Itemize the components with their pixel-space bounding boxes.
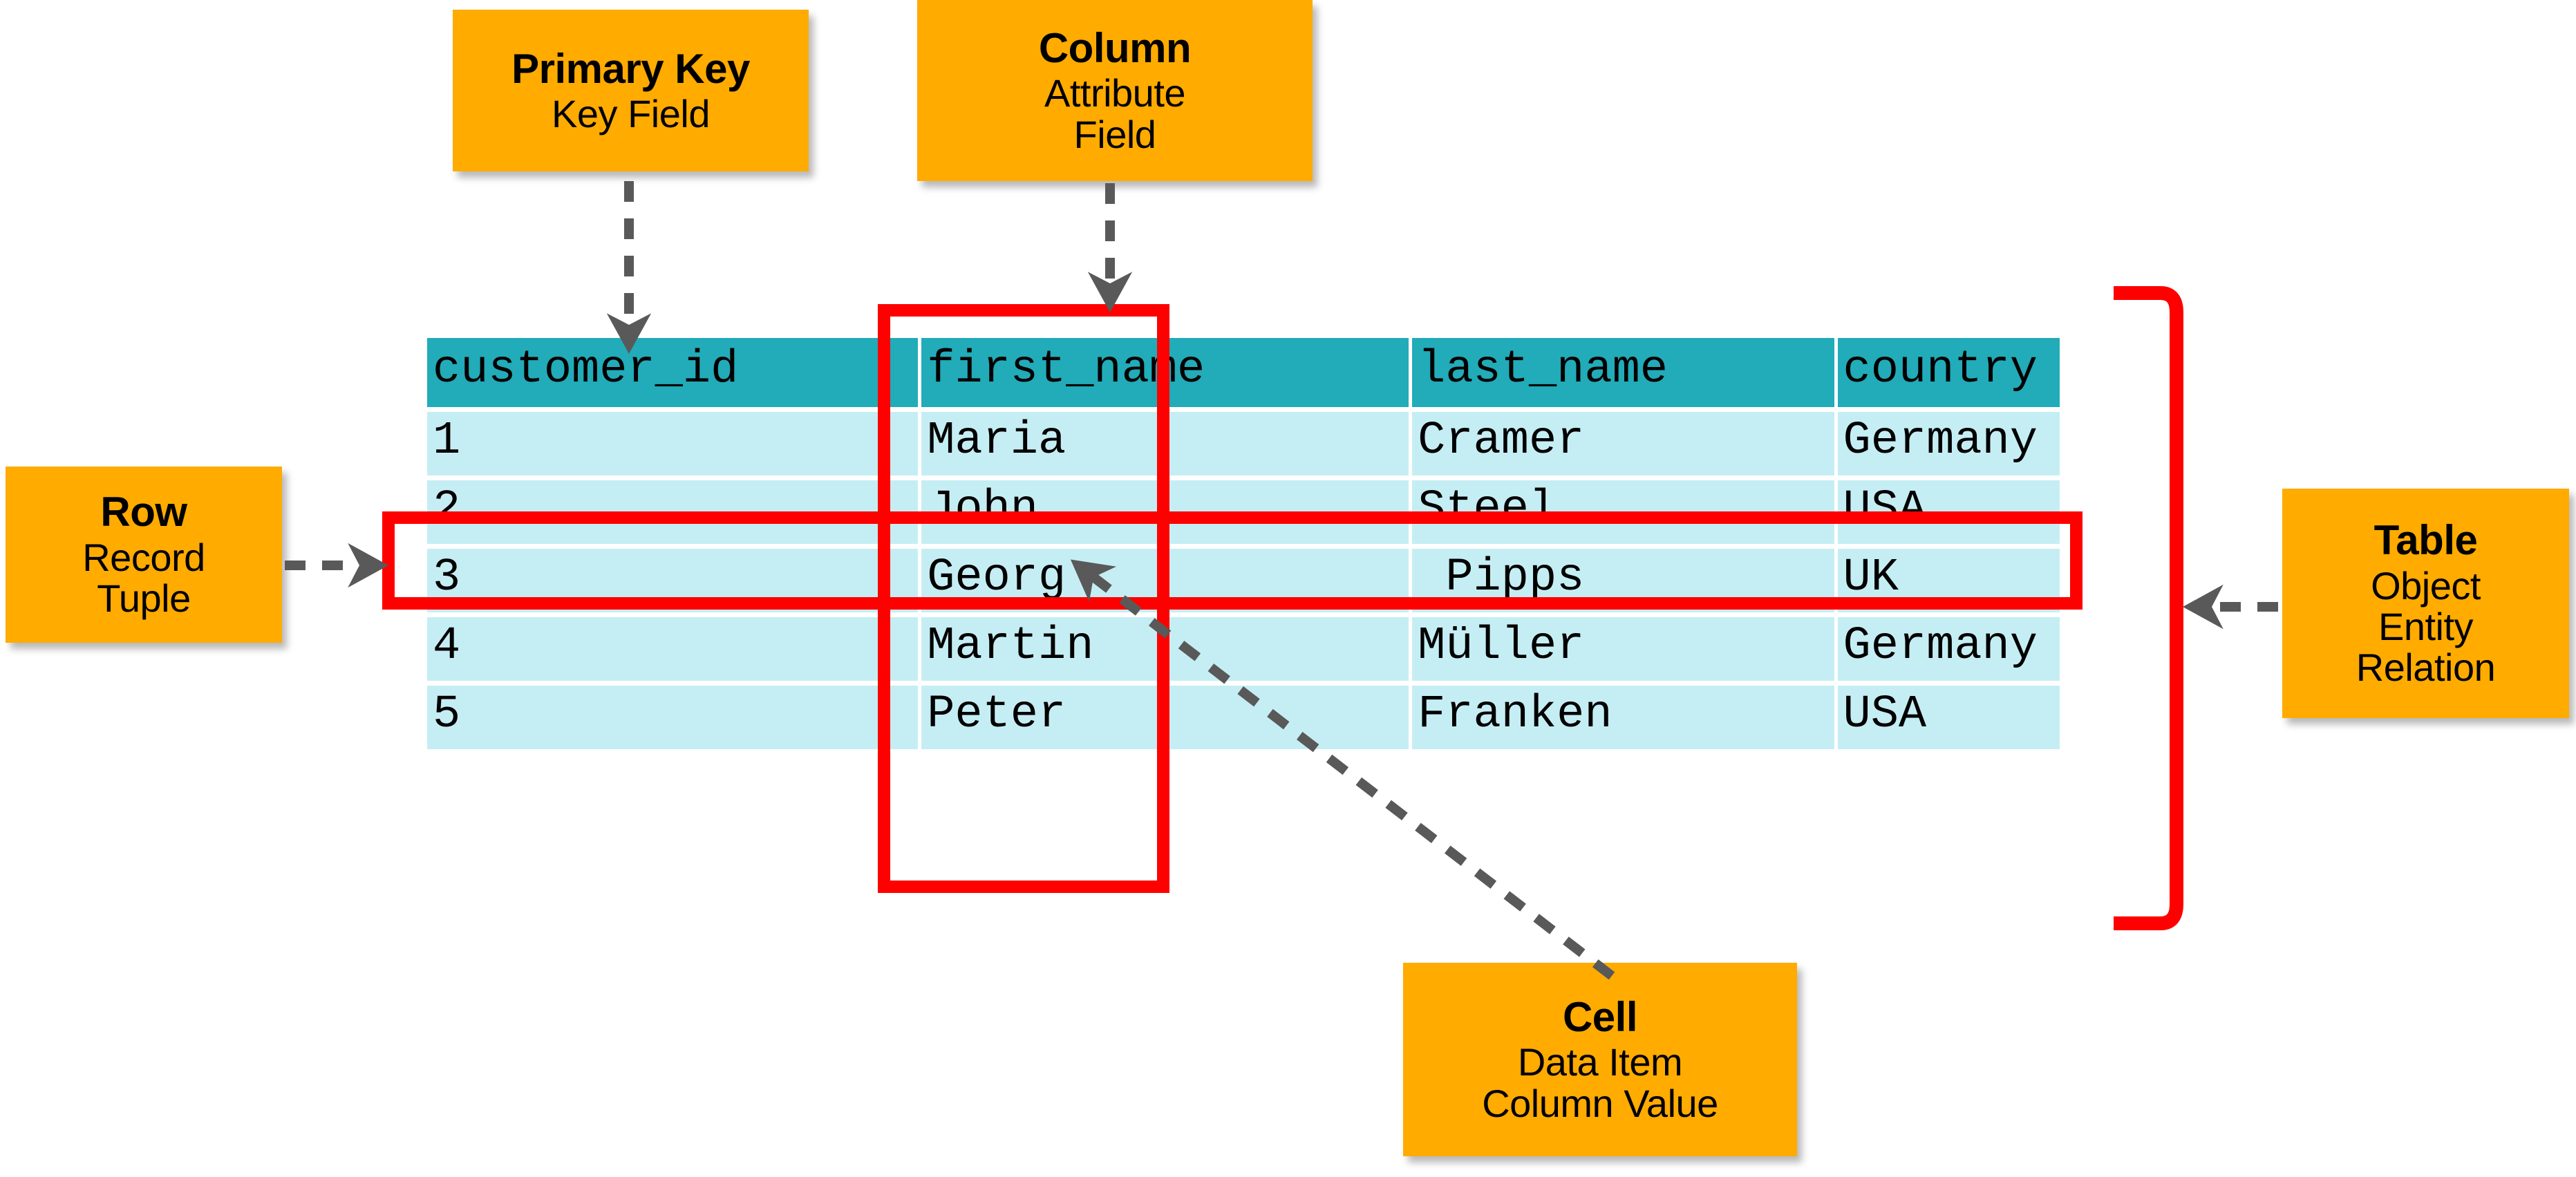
cell-customer-id: 3 [427, 549, 919, 612]
callout-primary-key-title: Primary Key [511, 45, 750, 92]
table-bracket [2114, 286, 2183, 930]
callout-row: Row Record Tuple [6, 467, 282, 643]
cell-last-name: Steel [1412, 480, 1834, 544]
cell-first-name: Peter [921, 686, 1409, 749]
cell-last-name: Cramer [1412, 412, 1834, 475]
table-row: 2 John Steel USA [427, 480, 2060, 544]
cell-country: USA [1837, 480, 2060, 544]
cell-first-name: Maria [921, 412, 1409, 475]
cell-country: Germany [1837, 412, 2060, 475]
cell-first-name: John [921, 480, 1409, 544]
cell-last-name: Pipps [1412, 549, 1834, 612]
callout-column-subtitle-2: Field [1073, 112, 1156, 156]
column-header-first-name: first_name [921, 338, 1409, 407]
callout-cell-subtitle-1: Data Item [1517, 1040, 1683, 1084]
callout-row-title: Row [100, 489, 187, 536]
cell-customer-id: 4 [427, 617, 919, 681]
cell-customer-id: 1 [427, 412, 919, 475]
callout-cell-title: Cell [1562, 993, 1638, 1040]
table-row: 4 Martin Müller Germany [427, 617, 2060, 681]
callout-row-subtitle-1: Record [82, 535, 205, 579]
table-row: 5 Peter Franken USA [427, 686, 2060, 749]
callout-row-subtitle-2: Tuple [97, 576, 191, 621]
cell-first-name: Martin [921, 617, 1409, 681]
cell-country: USA [1837, 686, 2060, 749]
callout-table-subtitle-1: Object [2371, 563, 2481, 608]
callout-cell: Cell Data Item Column Value [1403, 963, 1797, 1156]
cell-customer-id: 2 [427, 480, 919, 544]
callout-table-subtitle-2: Entity [2378, 605, 2474, 649]
table-header: customer_id first_name last_name country [427, 338, 2060, 407]
column-header-customer-id: customer_id [427, 338, 919, 407]
table-row: 1 Maria Cramer Germany [427, 412, 2060, 475]
database-table: customer_id first_name last_name country… [424, 333, 2063, 754]
callout-table: Table Object Entity Relation [2282, 489, 2569, 718]
table-header-row: customer_id first_name last_name country [427, 338, 2060, 407]
cell-last-name: Franken [1412, 686, 1834, 749]
callout-column-title: Column [1038, 24, 1192, 71]
callout-table-subtitle-3: Relation [2356, 646, 2496, 690]
table-row: 3 Georg Pipps UK [427, 549, 2060, 612]
callout-column-subtitle-1: Attribute [1044, 71, 1186, 115]
cell-customer-id: 5 [427, 686, 919, 749]
table-body: 1 Maria Cramer Germany 2 John Steel USA … [427, 412, 2060, 749]
column-header-country: country [1837, 338, 2060, 407]
cell-first-name: Georg [921, 549, 1409, 612]
callout-column: Column Attribute Field [917, 0, 1313, 181]
callout-table-title: Table [2373, 517, 2478, 564]
callout-cell-subtitle-2: Column Value [1482, 1081, 1718, 1125]
cell-last-name: Müller [1412, 617, 1834, 681]
cell-country: Germany [1837, 617, 2060, 681]
column-header-last-name: last_name [1412, 338, 1834, 407]
cell-country: UK [1837, 549, 2060, 612]
callout-primary-key-subtitle-1: Key Field [552, 92, 710, 136]
callout-primary-key: Primary Key Key Field [453, 10, 809, 171]
